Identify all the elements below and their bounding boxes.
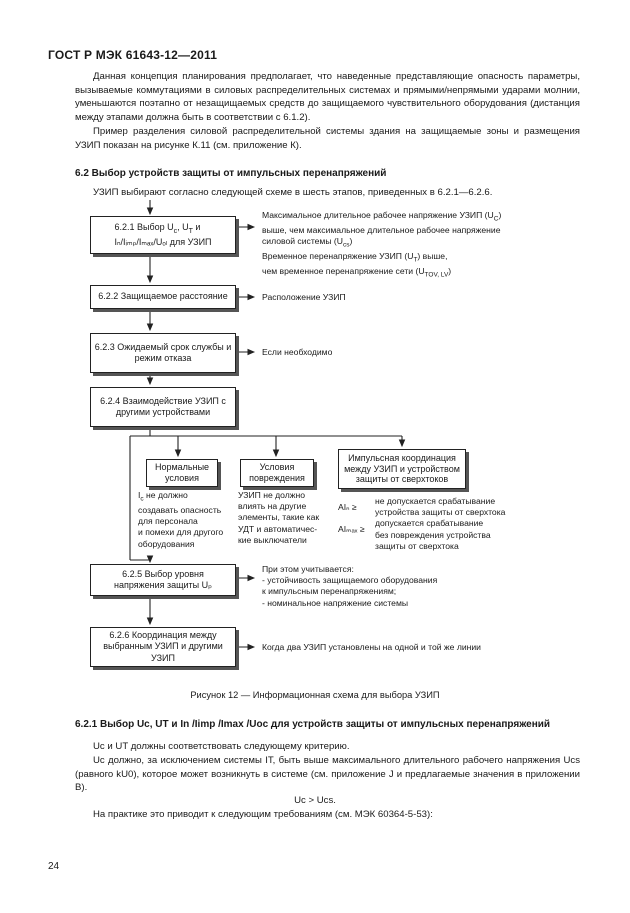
page-number: 24 — [48, 861, 60, 872]
flow-note-fault: УЗИП не должно влиять на другие элементы… — [238, 490, 320, 545]
flow-note-normal: Ic не должно создавать опасность для пер… — [138, 490, 224, 549]
paragraph-six-stages: УЗИП выбирают согласно следующей схеме в… — [93, 187, 493, 198]
flow-note-6-2-5: При этом учитывается: - устойчивость защ… — [262, 564, 438, 608]
paragraph-example: Пример разделения силовой распределитель… — [75, 126, 580, 151]
flow-note-6-2-3: Если необходимо — [262, 347, 333, 357]
section-heading-6-2-1: 6.2.1 Выбор Uc, UT и In /Iimp /Imax /Uoc… — [75, 719, 551, 730]
flow-box-fault-conditions: Условия повреждения — [240, 459, 314, 487]
flow-box-6-2-1: 6.2.1 Выбор Uc, UT и Iₙ/Iᵢₘₚ/Iₘₐₓ/Uₒₗ дл… — [90, 216, 236, 254]
paragraph-uc: Uc должно, за исключением системы IT, бы… — [75, 755, 580, 793]
flow-note-6-2-2: Расположение УЗИП — [262, 292, 346, 302]
flow-note-coord-symbols: AIₙ ≥ AIₘₐₓ ≥ — [338, 502, 365, 534]
formula: Uc > Ucs. — [294, 795, 336, 806]
flow-note-6-2-6: Когда два УЗИП установлены на одной и то… — [262, 642, 481, 652]
flow-box-6-2-4: 6.2.4 Взаимодействие УЗИП с другими устр… — [90, 387, 236, 427]
flow-box-normal-conditions: Нормальные условия — [146, 459, 218, 487]
figure-caption: Рисунок 12 — Информационная схема для вы… — [190, 690, 440, 700]
paragraph-criterion: Uc и UT должны соответствовать следующем… — [93, 741, 350, 752]
flow-box-impulse-coordination: Импульсная координация между УЗИП и устр… — [338, 449, 466, 489]
flow-box-6-2-3: 6.2.3 Ожидаемый срок службы и режим отка… — [90, 333, 236, 373]
document-header: ГОСТ Р МЭК 61643-12—2011 — [48, 48, 218, 62]
section-heading-6-2: 6.2 Выбор устройств защиты от импульсных… — [75, 168, 387, 179]
flow-box-6-2-2: 6.2.2 Защищаемое расстояние — [90, 285, 236, 309]
flow-note-coord: не допускается срабатывание устройства з… — [375, 496, 506, 551]
paragraph-concept: Данная концепция планирования предполага… — [75, 71, 580, 123]
flow-note-6-2-1: Максимальное длительное рабочее напряжен… — [262, 210, 502, 279]
flow-box-6-2-6: 6.2.6 Координация между выбранным УЗИП и… — [90, 627, 236, 667]
paragraph-practice: На практике это приводит к следующим тре… — [93, 809, 433, 820]
